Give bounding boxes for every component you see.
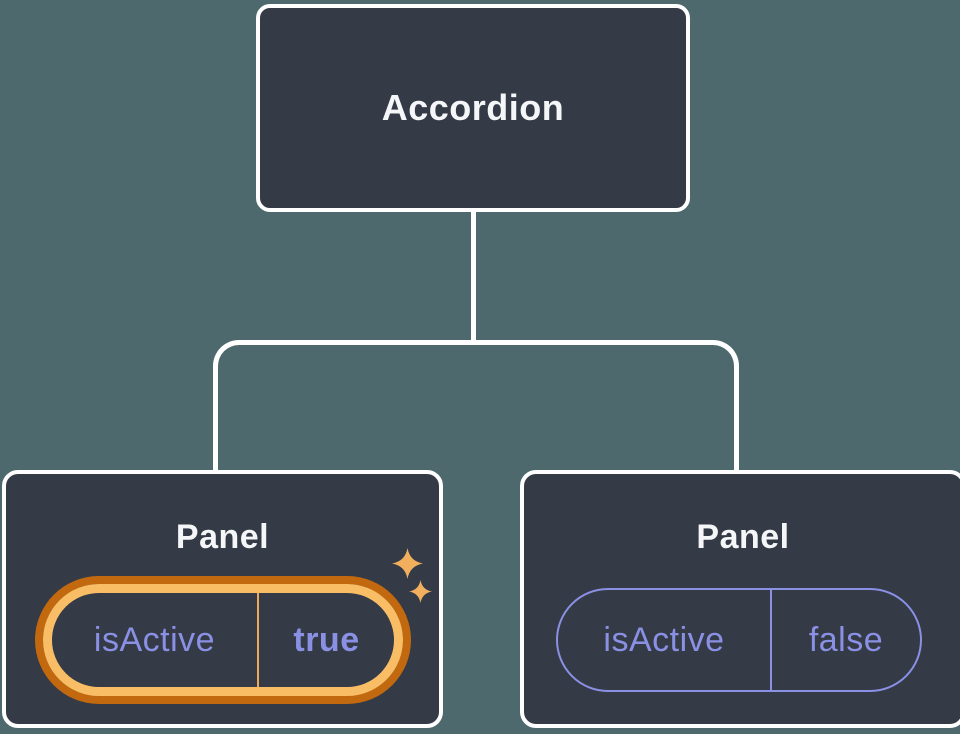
connector-stem — [471, 211, 476, 345]
panel-node-label: Panel — [696, 518, 790, 556]
connector-bracket — [213, 340, 739, 470]
panel-node-label: Panel — [175, 518, 270, 556]
state-value: true — [293, 620, 360, 659]
accordion-node: Accordion — [256, 4, 690, 212]
panel-node-inactive: Panel isActive false — [520, 470, 960, 728]
sparkle-icon-large — [392, 548, 423, 579]
state-pill-inactive: isActive false — [556, 588, 922, 692]
state-pill-active: isActive true — [43, 584, 403, 696]
state-name: isActive — [603, 620, 725, 659]
state-value: false — [808, 620, 884, 659]
sparkle-icon-small — [409, 580, 432, 603]
accordion-node-label: Accordion — [381, 87, 565, 128]
pill-divider — [257, 593, 259, 687]
panel-node-active: Panel isActive true — [2, 470, 443, 728]
state-name: isActive — [93, 620, 216, 659]
pill-divider — [770, 590, 772, 690]
